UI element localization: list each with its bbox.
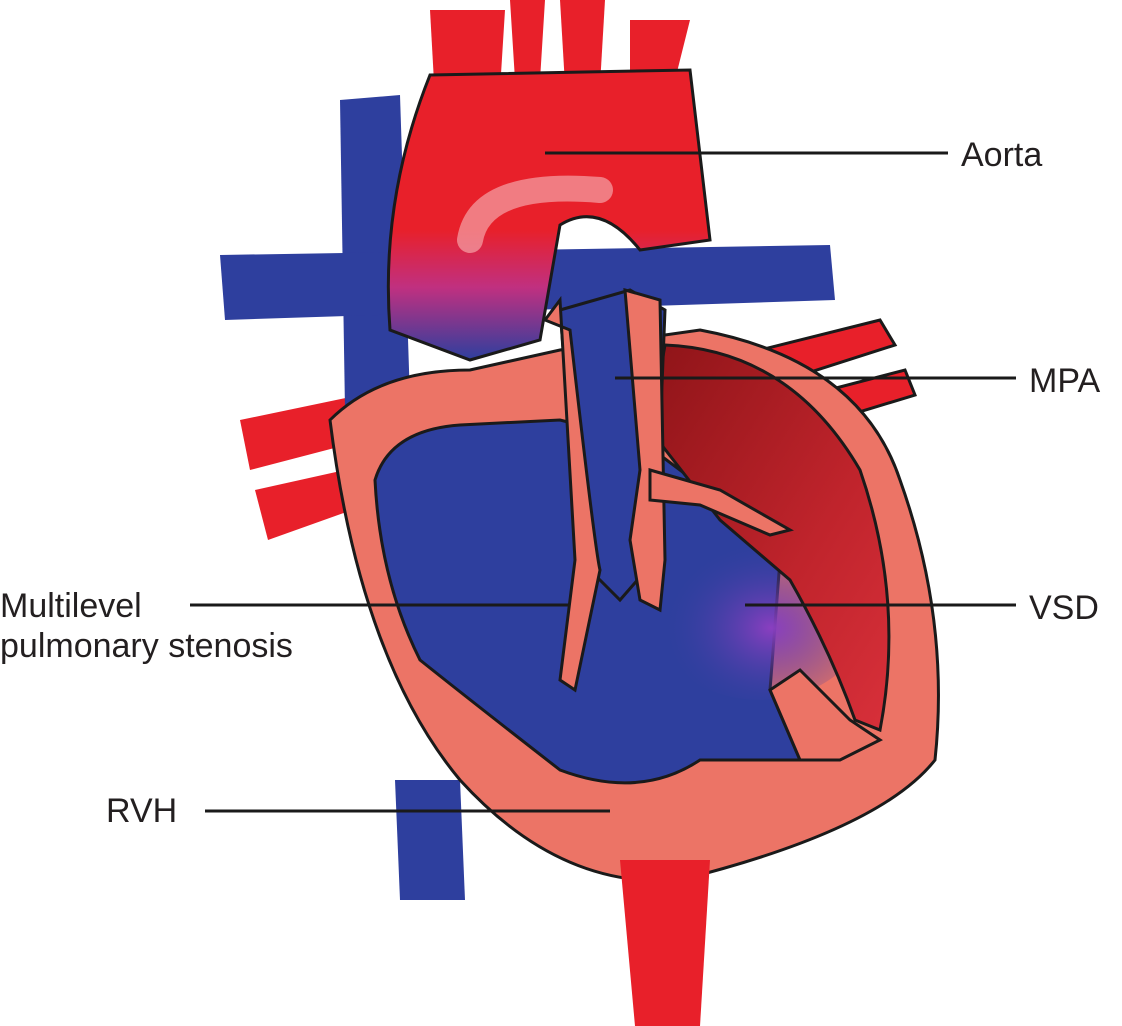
label-multilevel-pulmonary-stenosis: Multilevel pulmonary stenosis [0, 586, 293, 666]
aorta [386, 68, 712, 362]
label-stenosis-line1: Multilevel [0, 587, 142, 625]
label-aorta: Aorta [961, 136, 1043, 174]
label-rvh: RVH [106, 792, 178, 830]
septal-ridge [768, 668, 883, 762]
label-stenosis-line2: pulmonary stenosis [0, 627, 293, 665]
descending-aorta [620, 860, 710, 1026]
label-mpa: MPA [1029, 362, 1101, 400]
pulmonary-veins-left [240, 395, 365, 540]
label-vsd: VSD [1029, 589, 1099, 627]
leader-lines [190, 151, 1016, 813]
left-ventricle [648, 343, 891, 733]
stenosis-bands [542, 287, 794, 693]
